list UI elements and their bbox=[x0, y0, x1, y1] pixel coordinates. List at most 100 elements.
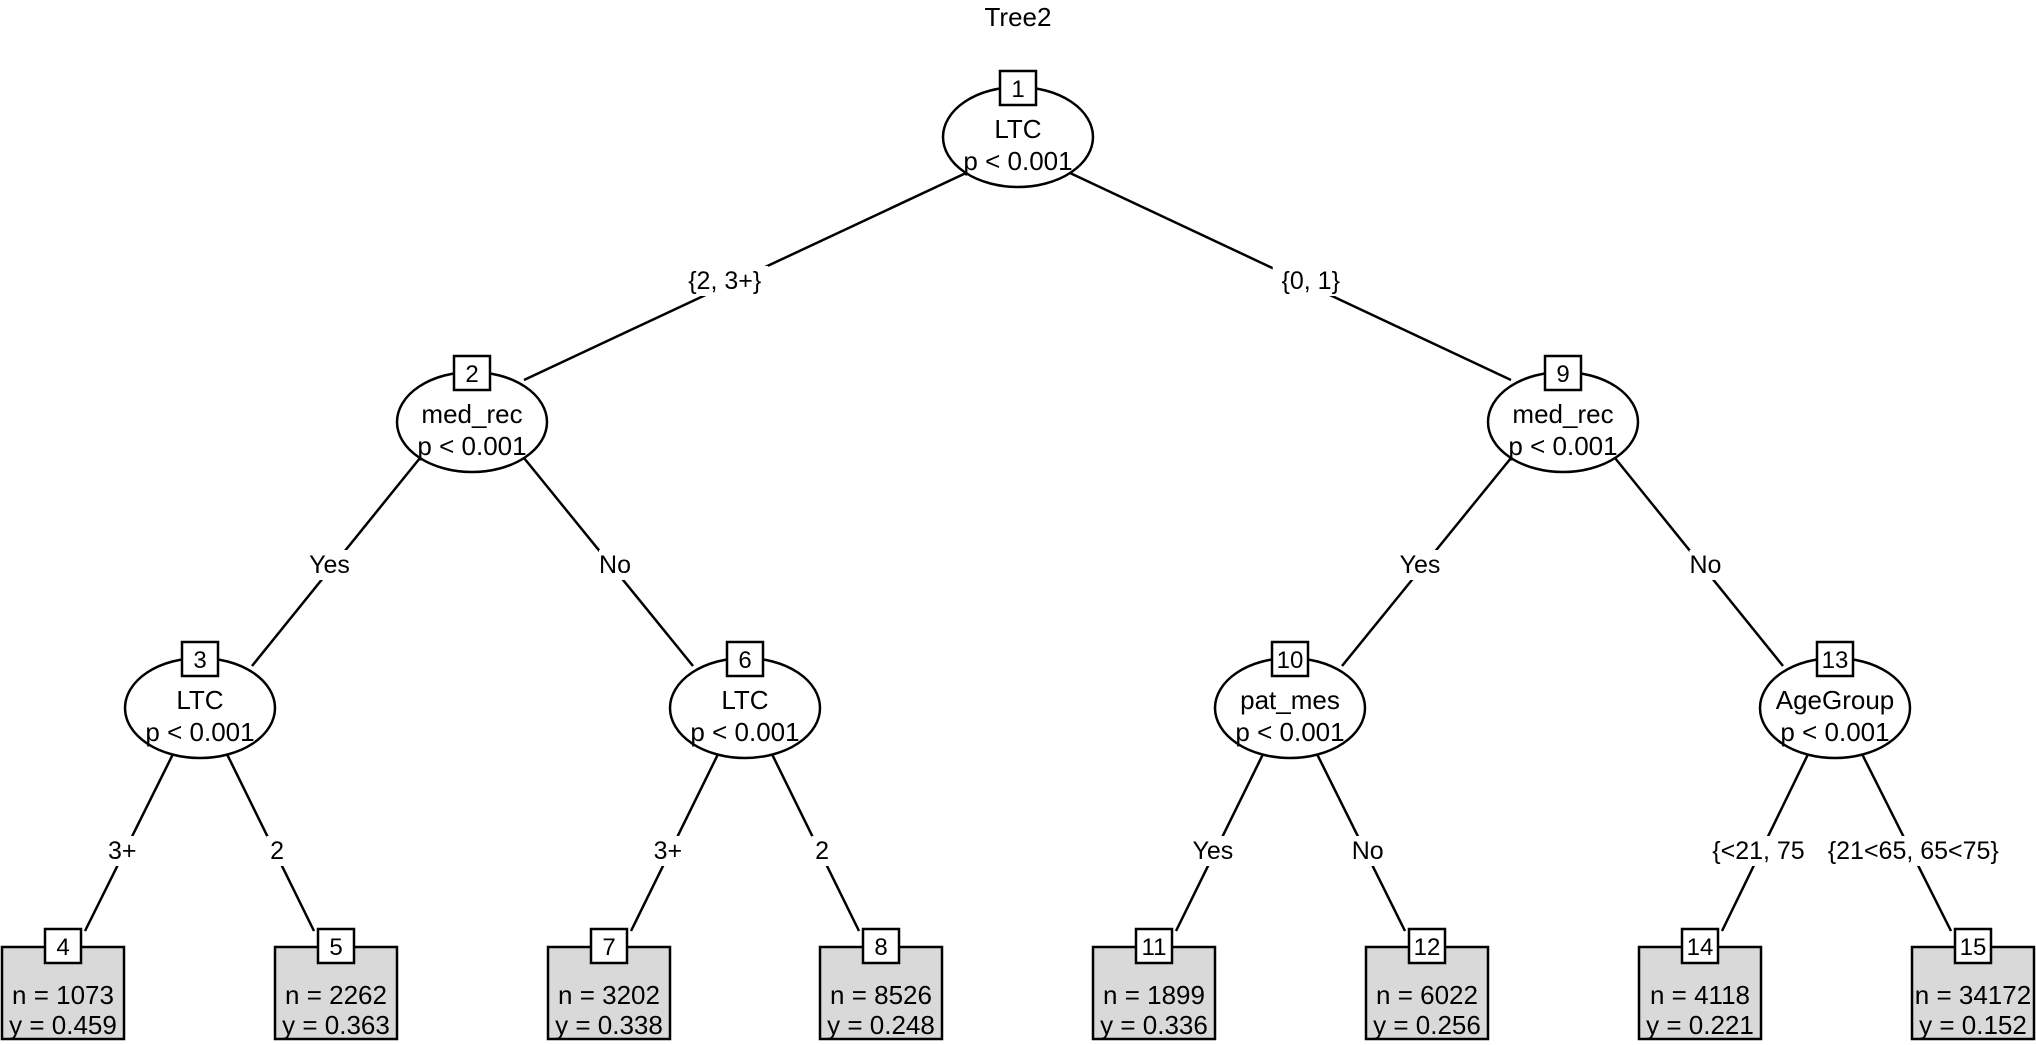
leaf-node-box bbox=[1637, 945, 1763, 1041]
edge-label-background bbox=[1689, 550, 1722, 580]
leaf-n-value: n = 1899 bbox=[1103, 980, 1205, 1010]
leaf-n-value: n = 3202 bbox=[558, 980, 660, 1010]
leaf-n-value: n = 2262 bbox=[285, 980, 387, 1010]
leaf-y-value: y = 0.248 bbox=[827, 1010, 935, 1040]
leaf-n-value: n = 34172 bbox=[1915, 980, 2031, 1010]
edge-label: {2, 3+} bbox=[688, 267, 761, 295]
edge-label-background bbox=[681, 266, 769, 296]
node-id: 5 bbox=[329, 934, 342, 961]
edge-label-background bbox=[266, 836, 288, 866]
node-id-box bbox=[998, 69, 1038, 107]
split-variable: pat_mes bbox=[1240, 685, 1340, 715]
node-id-box bbox=[43, 927, 83, 965]
node-id: 8 bbox=[874, 934, 887, 961]
edge-label-background bbox=[651, 836, 684, 866]
edge-label: 3+ bbox=[108, 837, 137, 865]
leaf-y-value: y = 0.459 bbox=[9, 1010, 117, 1040]
leaf-y-value: y = 0.336 bbox=[1100, 1010, 1208, 1040]
node-id: 2 bbox=[465, 361, 478, 388]
split-pvalue: p < 0.001 bbox=[1508, 431, 1617, 461]
edge-label-background bbox=[1351, 836, 1384, 866]
node-id-box bbox=[589, 927, 629, 965]
edge-label: 3+ bbox=[654, 837, 683, 865]
leaf-y-value: y = 0.363 bbox=[282, 1010, 390, 1040]
edge-label: {0, 1} bbox=[1282, 267, 1340, 295]
split-pvalue: p < 0.001 bbox=[963, 146, 1072, 176]
leaf-y-value: y = 0.256 bbox=[1373, 1010, 1481, 1040]
node-id-box bbox=[1543, 354, 1583, 392]
split-pvalue: p < 0.001 bbox=[417, 431, 526, 461]
node-id: 3 bbox=[193, 647, 206, 674]
node-id: 12 bbox=[1414, 934, 1441, 961]
split-variable: LTC bbox=[994, 114, 1041, 144]
node-id: 4 bbox=[56, 934, 69, 961]
edge-label-background bbox=[106, 836, 139, 866]
split-variable: med_rec bbox=[421, 399, 522, 429]
edge-label-background bbox=[1398, 550, 1442, 580]
leaf-n-value: n = 4118 bbox=[1650, 980, 1750, 1010]
edge-label: 2 bbox=[815, 837, 829, 865]
edge-label: Yes bbox=[1400, 551, 1441, 579]
split-variable: LTC bbox=[721, 685, 768, 715]
node-id-box bbox=[1815, 640, 1855, 678]
tree-title: Tree2 bbox=[985, 2, 1052, 32]
node-id-box bbox=[1953, 927, 1993, 965]
node-id: 11 bbox=[1142, 934, 1167, 961]
node-id-box bbox=[725, 640, 765, 678]
edge-label-background bbox=[1191, 836, 1235, 866]
node-id-box bbox=[861, 927, 901, 965]
node-id-box bbox=[316, 927, 356, 965]
edge-label: No bbox=[1352, 837, 1384, 865]
node-id: 14 bbox=[1687, 934, 1714, 961]
leaf-y-value: y = 0.338 bbox=[555, 1010, 663, 1040]
edge-label-background bbox=[1709, 836, 1808, 866]
edge-label: No bbox=[599, 551, 631, 579]
edge-label-background bbox=[811, 836, 833, 866]
node-id: 6 bbox=[738, 647, 751, 674]
node-id: 10 bbox=[1277, 647, 1304, 674]
leaf-y-value: y = 0.152 bbox=[1919, 1010, 2027, 1040]
node-id-box bbox=[1407, 927, 1447, 965]
edge-label: Yes bbox=[1193, 837, 1234, 865]
edge-label: {<21, 75 bbox=[1712, 837, 1804, 865]
split-pvalue: p < 0.001 bbox=[145, 717, 254, 747]
edge-label: No bbox=[1689, 551, 1721, 579]
edge-label: 2 bbox=[270, 837, 284, 865]
node-id-box bbox=[452, 354, 492, 392]
node-id-box bbox=[1680, 927, 1720, 965]
node-id-box bbox=[180, 640, 220, 678]
leaf-n-value: n = 8526 bbox=[830, 980, 932, 1010]
split-pvalue: p < 0.001 bbox=[1780, 717, 1889, 747]
node-id: 15 bbox=[1960, 934, 1987, 961]
edge-label-background bbox=[308, 550, 352, 580]
edge-label: Yes bbox=[309, 551, 350, 579]
node-id: 1 bbox=[1011, 76, 1024, 103]
leaf-n-value: n = 1073 bbox=[12, 980, 114, 1010]
edge-label-background bbox=[1831, 836, 1996, 866]
split-pvalue: p < 0.001 bbox=[1235, 717, 1344, 747]
split-variable: LTC bbox=[176, 685, 223, 715]
node-id-box bbox=[1270, 640, 1310, 678]
edge-label-background bbox=[599, 550, 631, 580]
node-id: 9 bbox=[1556, 361, 1569, 388]
split-pvalue: p < 0.001 bbox=[690, 717, 799, 747]
leaf-n-value: n = 6022 bbox=[1376, 980, 1478, 1010]
node-id-box bbox=[1134, 927, 1174, 965]
node-id: 13 bbox=[1822, 647, 1849, 674]
